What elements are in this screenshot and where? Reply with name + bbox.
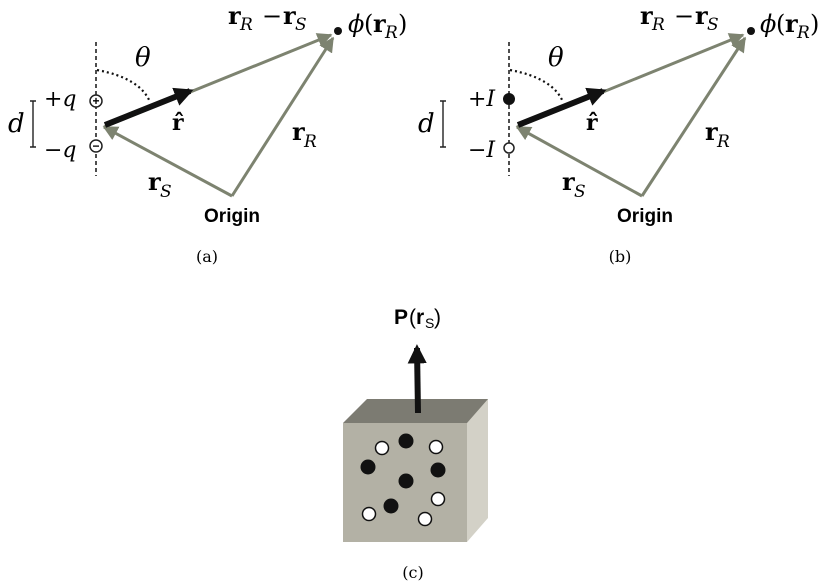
filled-particle [360,459,376,475]
svg-text:r: r [785,9,798,38]
filled-particle [398,473,414,489]
rS-label: r S [148,167,172,202]
theta-arc [509,68,565,103]
particles [360,433,446,527]
filled-particle [430,462,446,478]
svg-text:r: r [292,117,305,146]
svg-text:S: S [425,315,434,331]
svg-text:r: r [148,167,161,196]
origin-label: Origin [204,206,260,227]
minus-current-sink [503,142,515,154]
rS-vector [102,125,233,198]
field-point [334,27,342,35]
svg-text:(: ( [364,10,373,38]
rhat-label: r̂ [586,110,598,136]
svg-text:R: R [384,23,398,43]
theta-arc [96,68,152,103]
svg-text:r: r [228,1,241,30]
svg-text:): ) [434,306,441,329]
rS-vector [515,125,643,198]
d-bracket [30,100,36,148]
theta-label: θ [135,43,151,73]
origin-label: Origin [617,206,673,227]
svg-text:S: S [707,15,719,35]
svg-text:(: ( [776,10,785,38]
polarization-label: P ( r S ) [394,306,441,331]
svg-text:r: r [416,306,424,329]
svg-text:r: r [640,1,653,30]
filled-particle [383,498,399,514]
open-particle [374,440,390,456]
rR-minus-rS-label: r R − r S [228,1,307,35]
field-point [747,27,755,35]
theta-label: θ [548,43,564,73]
phi-label: ϕ ( r R ) [760,9,819,43]
svg-text:S: S [574,182,586,202]
svg-text:r: r [695,1,708,30]
rR-vector [230,36,335,197]
svg-text:(: ( [409,306,416,329]
minus-charge-symbol: − [89,139,103,153]
d-label: d [8,109,25,139]
plus-charge-symbol: + [89,94,103,108]
rhat-unit-vector [516,87,607,128]
svg-text:): ) [810,10,819,38]
svg-text:r: r [562,167,575,196]
panel-a: θ + − +q −q d r̂ r R − r S ϕ ( r [8,1,407,266]
panel-b: θ +I −I d r̂ r R − r S ϕ ( r R ) r R [418,1,819,266]
minus-I-label: −I [468,138,496,163]
caption-c: (c) [402,563,423,582]
svg-text:R: R [239,15,253,35]
minus-q-label: −q [44,138,77,163]
d-bracket [440,100,446,148]
rR-minus-rS-label: r R − r S [640,1,719,35]
plus-I-label: +I [468,87,496,112]
svg-text:+: + [92,94,99,108]
svg-text:R: R [303,132,317,152]
svg-text:r: r [705,117,718,146]
open-particle [417,511,433,527]
polarization-arrow [407,344,427,414]
svg-text:R: R [716,132,730,152]
filled-particle [398,433,414,449]
svg-text:−: − [262,2,282,30]
open-particle [430,491,446,507]
svg-text:R: R [796,23,810,43]
svg-text:−: − [674,2,694,30]
svg-text:−: − [92,139,99,153]
rhat-label: r̂ [172,110,184,136]
svg-text:ϕ: ϕ [760,10,776,38]
rS-label: r S [562,167,586,202]
open-particle [361,506,377,522]
d-label: d [418,109,435,139]
phi-label: ϕ ( r R ) [348,9,407,43]
svg-text:P: P [394,306,408,329]
panel-c: P ( r S ) (c) [343,306,488,582]
svg-text:): ) [398,10,407,38]
svg-text:ϕ: ϕ [348,10,364,38]
svg-text:r: r [373,9,386,38]
svg-text:R: R [651,15,665,35]
plus-current-source [503,93,515,105]
svg-text:S: S [160,182,172,202]
open-particle [428,439,444,455]
rhat-unit-vector [103,87,194,128]
plus-q-label: +q [44,87,77,112]
caption-b: (b) [609,247,632,266]
svg-text:r: r [283,1,296,30]
caption-a: (a) [196,247,218,266]
rR-label: r R [705,117,730,152]
svg-text:S: S [295,15,307,35]
rR-label: r R [292,117,317,152]
cube-side-face [467,399,488,542]
rR-vector [640,36,747,197]
